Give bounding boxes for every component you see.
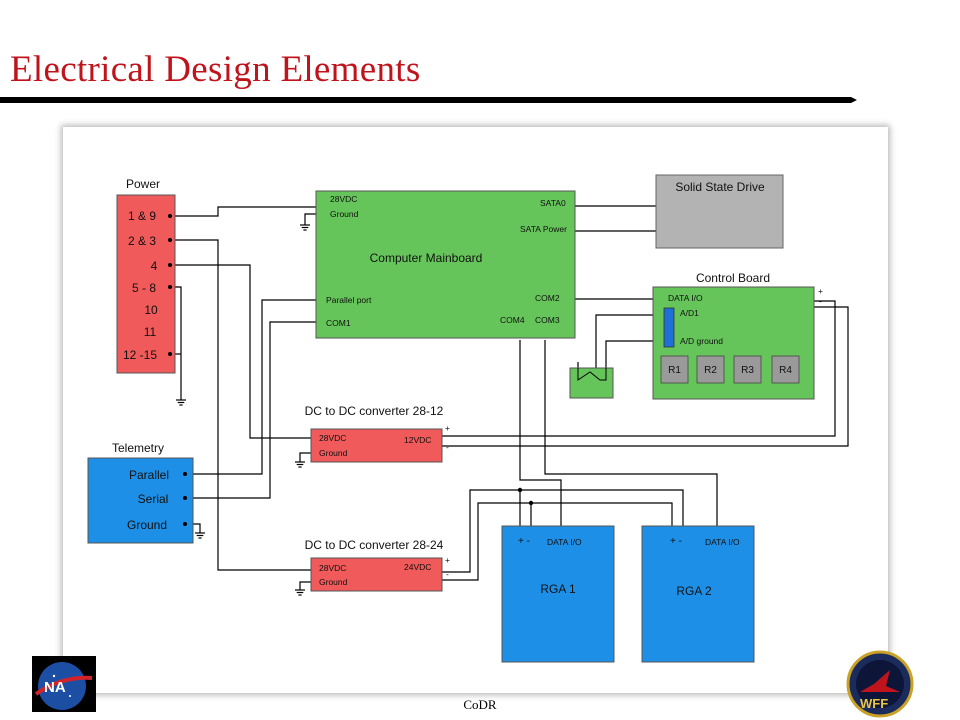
- power-pin-label: 11: [144, 325, 157, 339]
- dcdc-24-28vdc-label: 28VDC: [319, 563, 346, 573]
- rga1-data-io-label: DATA I/O: [547, 537, 582, 547]
- dcdc-24-title: DC to DC converter 28-24: [305, 538, 444, 552]
- rga-2: [641, 525, 755, 663]
- wiring-diagram: Power 1 & 9 2 & 3 4 5 - 8 10 11 12 -15 2…: [63, 127, 888, 693]
- telemetry-title: Telemetry: [112, 441, 164, 455]
- relay-label: R1: [668, 365, 681, 376]
- wff-logo-text: WFF: [860, 696, 888, 711]
- power-pin-label: 2 & 3: [128, 234, 156, 248]
- mainboard-parallel-port-label: Parallel port: [326, 295, 372, 305]
- rga1-pm-label: + -: [518, 536, 530, 547]
- relay-label: R3: [741, 365, 754, 376]
- rga2-data-io-label: DATA I/O: [705, 537, 740, 547]
- control-board-plus-label: +: [818, 286, 823, 296]
- power-title: Power: [126, 177, 160, 191]
- mainboard-com3-label: COM3: [535, 315, 560, 325]
- mainboard-28vdc-label: 28VDC: [330, 194, 357, 204]
- dcdc-24-ground-label: Ground: [319, 577, 348, 587]
- rga1-title: RGA 1: [540, 582, 576, 596]
- dcdc-converter-28-24: [310, 557, 443, 592]
- telemetry-pin-label: Parallel: [129, 468, 169, 482]
- telemetry-block: [87, 457, 194, 544]
- dcdc-12-out-label: 12VDC: [404, 435, 431, 445]
- control-board-data-io-label: DATA I/O: [668, 293, 703, 303]
- telemetry-pin-label: Ground: [127, 518, 167, 532]
- relay-r3: [733, 355, 762, 384]
- power-pin-label: 5 - 8: [132, 281, 156, 295]
- mainboard-ground-label: Ground: [330, 209, 359, 219]
- dcdc-12-title: DC to DC converter 28-12: [305, 404, 444, 418]
- dcdc-24-out-label: 24VDC: [404, 562, 431, 572]
- dcdc-24-plus-label: +: [445, 555, 450, 565]
- dcdc-12-plus-label: +: [445, 423, 450, 433]
- slide-title: Electrical Design Elements: [10, 49, 421, 90]
- mainboard-com1-label: COM1: [326, 318, 351, 328]
- solid-state-drive: [655, 174, 784, 249]
- relay-label: R4: [779, 365, 792, 376]
- mainboard-sata0-label: SATA0: [540, 198, 566, 208]
- power-connector-block: [116, 194, 176, 374]
- mainboard-title: Computer Mainboard: [370, 251, 483, 265]
- dcdc-12-minus-label: -: [446, 442, 449, 452]
- nasa-logo: NA: [32, 656, 96, 712]
- mainboard-sata-power-label: SATA Power: [520, 224, 567, 234]
- relay-r4: [771, 355, 800, 384]
- power-pin-label: 12 -15: [123, 348, 157, 362]
- relay-r1: [660, 355, 689, 384]
- relay-label: R2: [704, 365, 717, 376]
- dcdc-12-ground-label: Ground: [319, 448, 348, 458]
- title-divider: [0, 97, 857, 103]
- rga2-pm-label: + -: [670, 536, 682, 547]
- dcdc-12-28vdc-label: 28VDC: [319, 433, 346, 443]
- computer-mainboard: [315, 190, 576, 339]
- telemetry-pin-label: Serial: [138, 492, 169, 506]
- power-pin-label: 10: [144, 303, 158, 317]
- control-board-minus-label: -: [819, 296, 822, 306]
- relay-r2: [696, 355, 725, 384]
- ssd-title: Solid State Drive: [675, 180, 765, 194]
- mainboard-com2-label: COM2: [535, 293, 560, 303]
- dcdc-24-minus-label: -: [446, 569, 449, 579]
- dcdc-converter-28-12: [310, 428, 443, 463]
- mainboard-com4-label: COM4: [500, 315, 525, 325]
- relay-row: R1 R2 R3 R4: [660, 355, 800, 384]
- wff-logo: WFF: [846, 650, 914, 718]
- ad-connector: [663, 307, 675, 348]
- control-board-ad-ground-label: A/D ground: [680, 336, 723, 346]
- power-pin-label: 4: [151, 259, 158, 273]
- control-board-title: Control Board: [696, 271, 770, 285]
- footer-label: CoDR: [463, 697, 497, 712]
- power-pin-label: 1 & 9: [128, 209, 156, 223]
- rga-1: [501, 525, 615, 663]
- nasa-logo-text: NA: [44, 679, 66, 696]
- control-board-ad1-label: A/D1: [680, 308, 699, 318]
- rga2-title: RGA 2: [676, 584, 712, 598]
- ad-sensor-switch: [569, 367, 614, 399]
